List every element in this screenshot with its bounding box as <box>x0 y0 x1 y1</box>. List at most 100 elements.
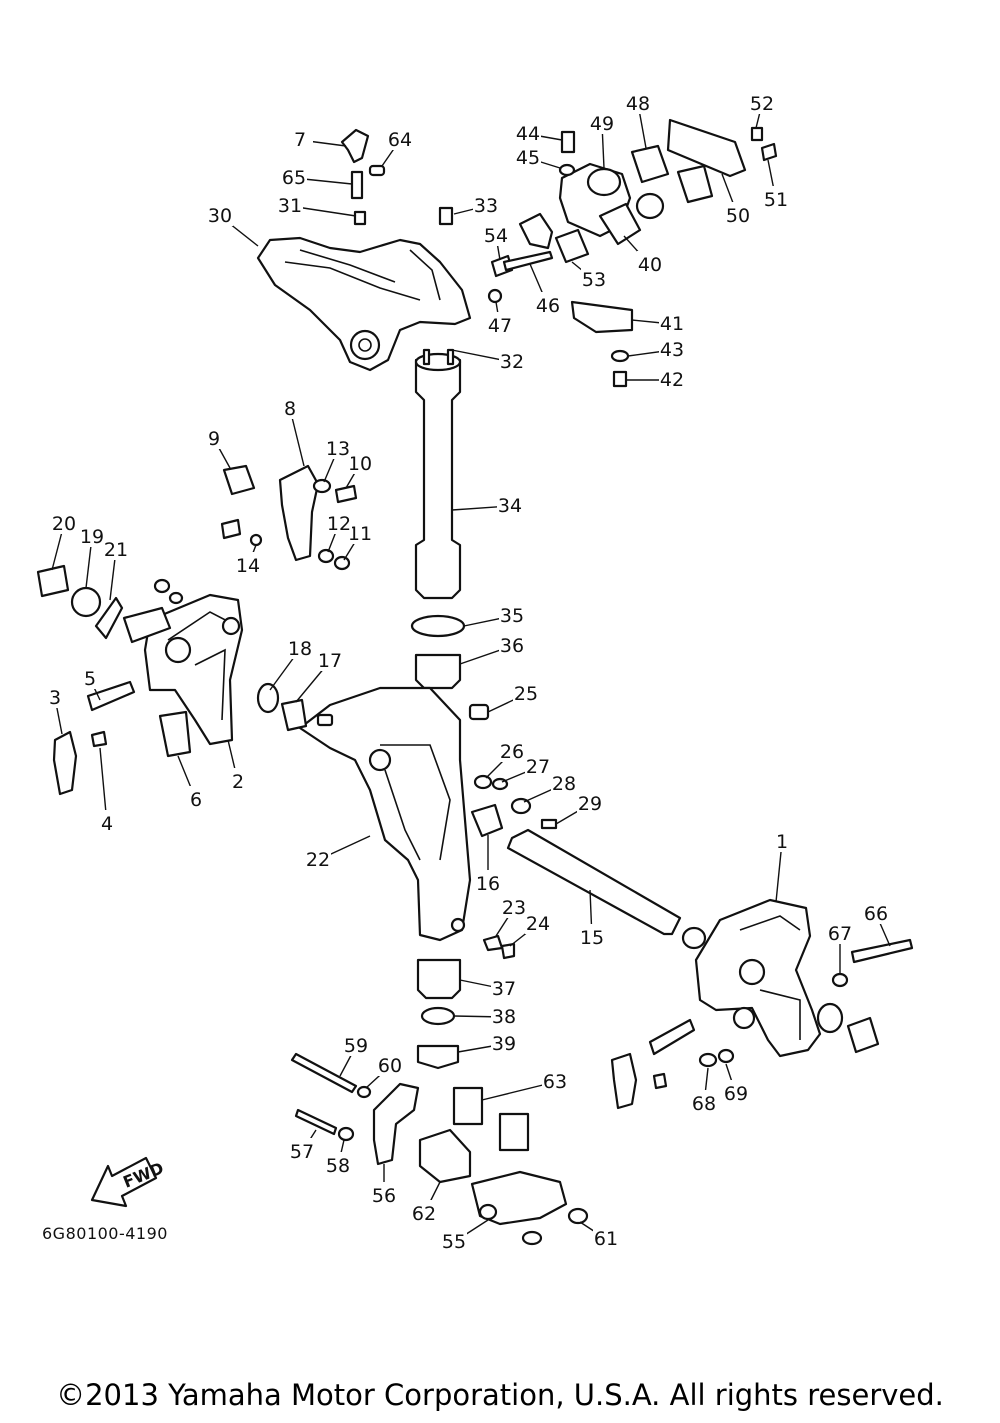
screw-46 <box>502 250 554 272</box>
callout-64: 64 <box>388 129 412 151</box>
callout-bg-49 <box>589 110 615 134</box>
callout-bg-67 <box>827 920 853 944</box>
callout-bg-17 <box>317 647 343 671</box>
callout-bg-42 <box>659 366 685 390</box>
bushing-9 <box>222 464 256 496</box>
cap-20-right <box>846 1016 880 1054</box>
callout-bg-23 <box>501 894 527 918</box>
bolt-10-right <box>334 484 358 504</box>
callout-bg-57 <box>289 1138 315 1162</box>
callout-bg-30 <box>207 202 233 226</box>
callout-55: 55 <box>442 1231 466 1253</box>
callout-bg-59 <box>343 1032 369 1056</box>
bolt-66 <box>850 938 914 964</box>
nut-61a <box>521 1230 543 1246</box>
callout-22: 22 <box>306 849 330 871</box>
callout-bg-48 <box>625 90 651 114</box>
callout-bg-12 <box>326 510 352 534</box>
callout-bg-38 <box>491 1003 517 1027</box>
callout-bg-15 <box>579 924 605 948</box>
nut-52 <box>750 126 764 142</box>
callout-bg-58 <box>325 1152 351 1176</box>
washer-58 <box>337 1126 355 1142</box>
through-tube-15 <box>506 828 682 936</box>
callout-20: 20 <box>52 513 76 535</box>
callout-bg-14 <box>235 552 261 576</box>
callout-bg-69 <box>723 1080 749 1104</box>
pin-64 <box>368 164 386 177</box>
washer-43 <box>610 349 630 363</box>
bolt-10-left <box>220 518 242 540</box>
callout-bg-13 <box>325 435 351 459</box>
steering-shaft <box>414 348 462 600</box>
lever-7 <box>340 128 370 164</box>
callout-24: 24 <box>526 913 550 935</box>
callout-bg-25 <box>513 680 539 704</box>
bolt-55 <box>478 1203 498 1221</box>
exploded-parts-diagram: FWD 123456789101112131415161718192021222… <box>36 90 914 1253</box>
callout-bg-68 <box>691 1090 717 1114</box>
damper-63b <box>498 1112 530 1152</box>
callout-68: 68 <box>692 1093 716 1115</box>
callout-45: 45 <box>516 147 540 169</box>
callout-bg-61 <box>593 1225 619 1249</box>
callout-bg-32 <box>499 348 525 372</box>
callout-58: 58 <box>326 1155 350 1177</box>
callout-bg-44 <box>515 120 541 144</box>
bolt-57 <box>294 1108 338 1136</box>
callout-7: 7 <box>294 129 306 151</box>
callout-32: 32 <box>500 351 524 373</box>
callout-69: 69 <box>724 1083 748 1105</box>
callout-49: 49 <box>590 113 614 135</box>
callout-bg-8 <box>277 395 303 419</box>
nut-11-left <box>153 578 171 594</box>
bushing-19-left <box>70 586 102 618</box>
bolt-44 <box>560 130 576 154</box>
nut-68 <box>698 1052 718 1068</box>
callout-bg-45 <box>515 144 541 168</box>
callout-bg-66 <box>863 900 889 924</box>
clamp-bracket-right <box>694 898 822 1058</box>
callout-44: 44 <box>516 123 540 145</box>
nut-61b <box>567 1207 589 1225</box>
callout-15: 15 <box>580 927 604 949</box>
callout-34: 34 <box>498 495 522 517</box>
callout-19: 19 <box>80 526 104 548</box>
callout-21: 21 <box>104 539 128 561</box>
callout-42: 42 <box>660 369 684 391</box>
callout-bg-19 <box>79 523 105 547</box>
washer-12-left <box>168 591 184 605</box>
callout-17: 17 <box>318 650 342 672</box>
callout-bg-62 <box>411 1200 437 1224</box>
callout-50: 50 <box>726 205 750 227</box>
callout-bg-29 <box>577 790 603 814</box>
callout-bg-4 <box>94 810 120 834</box>
bolt-4-right <box>652 1072 668 1090</box>
callout-bg-36 <box>499 632 525 656</box>
clamp-bracket-left <box>143 593 244 746</box>
callout-bg-21 <box>103 536 129 560</box>
drawing-code: 6G80100-4190 <box>42 1224 168 1243</box>
callout-bg-9 <box>201 425 227 449</box>
copyright-notice: ©2013 Yamaha Motor Corporation, U.S.A. A… <box>56 1378 944 1412</box>
plate-3-right <box>610 1052 638 1110</box>
bushing-39 <box>416 1044 460 1070</box>
callout-bg-10 <box>347 450 373 474</box>
washer-69 <box>717 1048 735 1064</box>
bolt-42 <box>612 370 628 388</box>
callout-26: 26 <box>500 741 524 763</box>
callout-bg-37 <box>491 975 517 999</box>
callout-bg-28 <box>551 770 577 794</box>
callout-46: 46 <box>536 295 560 317</box>
callout-65: 65 <box>282 167 306 189</box>
callout-59: 59 <box>344 1035 368 1057</box>
callout-35: 35 <box>500 605 524 627</box>
callout-43: 43 <box>660 339 684 361</box>
bolt-51 <box>760 142 778 162</box>
callout-29: 29 <box>578 793 602 815</box>
washer-47 <box>487 288 503 304</box>
callout-14: 14 <box>236 555 260 577</box>
bushing-left-shaft <box>122 606 172 644</box>
callout-1: 1 <box>776 831 788 853</box>
callout-bg-53 <box>581 266 607 290</box>
